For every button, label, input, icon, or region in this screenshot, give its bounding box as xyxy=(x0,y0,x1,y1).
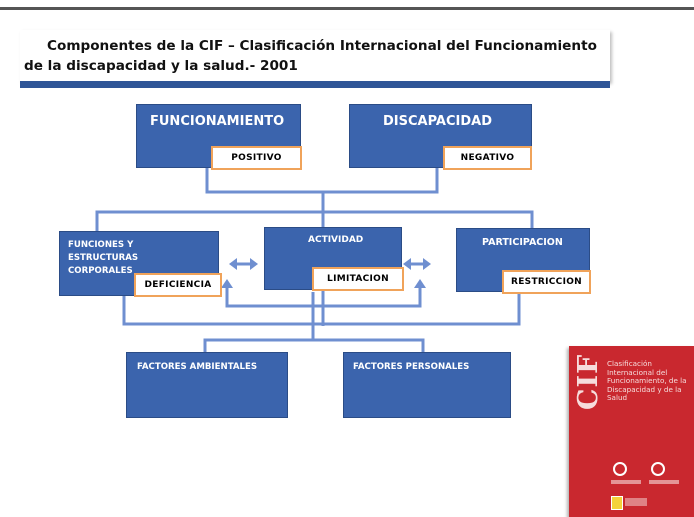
cif-book-cover: CIF Clasificación Internacional del Func… xyxy=(569,346,694,517)
title-banner: Componentes de la CIF – Clasificación In… xyxy=(20,30,610,88)
connector-top-bracket xyxy=(205,168,439,194)
limitacion-tag: LIMITACION xyxy=(312,267,404,291)
actividad-label: ACTIVIDAD xyxy=(308,235,364,245)
double-arrow-right-head-b xyxy=(423,258,431,270)
funciones-label: FUNCIONES Y ESTRUCTURAS CORPORALES xyxy=(68,240,139,276)
cif-logo: CIF xyxy=(573,353,604,410)
funcionamiento-label: FUNCIONAMIENTO xyxy=(150,114,285,129)
cif-footer-mark-3 xyxy=(625,498,647,506)
connector-lower-loop xyxy=(122,292,521,326)
deficiencia-tag: DEFICIENCIA xyxy=(134,273,222,297)
cif-footer-mark-2 xyxy=(649,480,679,484)
connector-factores-bar xyxy=(203,338,425,352)
double-arrow-left-head-a xyxy=(229,258,237,270)
cif-cover-title: Clasificación Internacional del Funciona… xyxy=(607,359,687,403)
cif-footer-mark-1 xyxy=(611,480,641,484)
title-banner-underline xyxy=(20,81,610,88)
double-arrow-left-head-b xyxy=(250,258,258,270)
discapacidad-label: DISCAPACIDAD xyxy=(383,114,493,129)
who-emblem-icon xyxy=(613,462,627,476)
connector-level2-bar xyxy=(95,210,534,231)
positivo-tag: POSITIVO xyxy=(211,146,302,170)
negativo-tag: NEGATIVO xyxy=(443,146,532,170)
paho-emblem-icon xyxy=(651,462,665,476)
factores-ambientales-box: FACTORES AMBIENTALES xyxy=(126,352,288,418)
factores-ambientales-label: FACTORES AMBIENTALES xyxy=(137,362,258,372)
restriccion-tag: RESTRICCION xyxy=(502,270,591,294)
participacion-label: PARTICIPACION xyxy=(482,237,563,248)
connector-activity-loop xyxy=(225,285,422,308)
arrow-up-right xyxy=(414,279,426,288)
slide-title: Componentes de la CIF – Clasificación In… xyxy=(24,38,597,74)
factores-personales-label: FACTORES PERSONALES xyxy=(353,362,470,372)
spain-emblem-icon xyxy=(611,496,623,510)
factores-personales-box: FACTORES PERSONALES xyxy=(343,352,511,418)
arrow-up-left xyxy=(221,279,233,288)
double-arrow-right-head-a xyxy=(403,258,411,270)
top-divider xyxy=(0,7,694,10)
